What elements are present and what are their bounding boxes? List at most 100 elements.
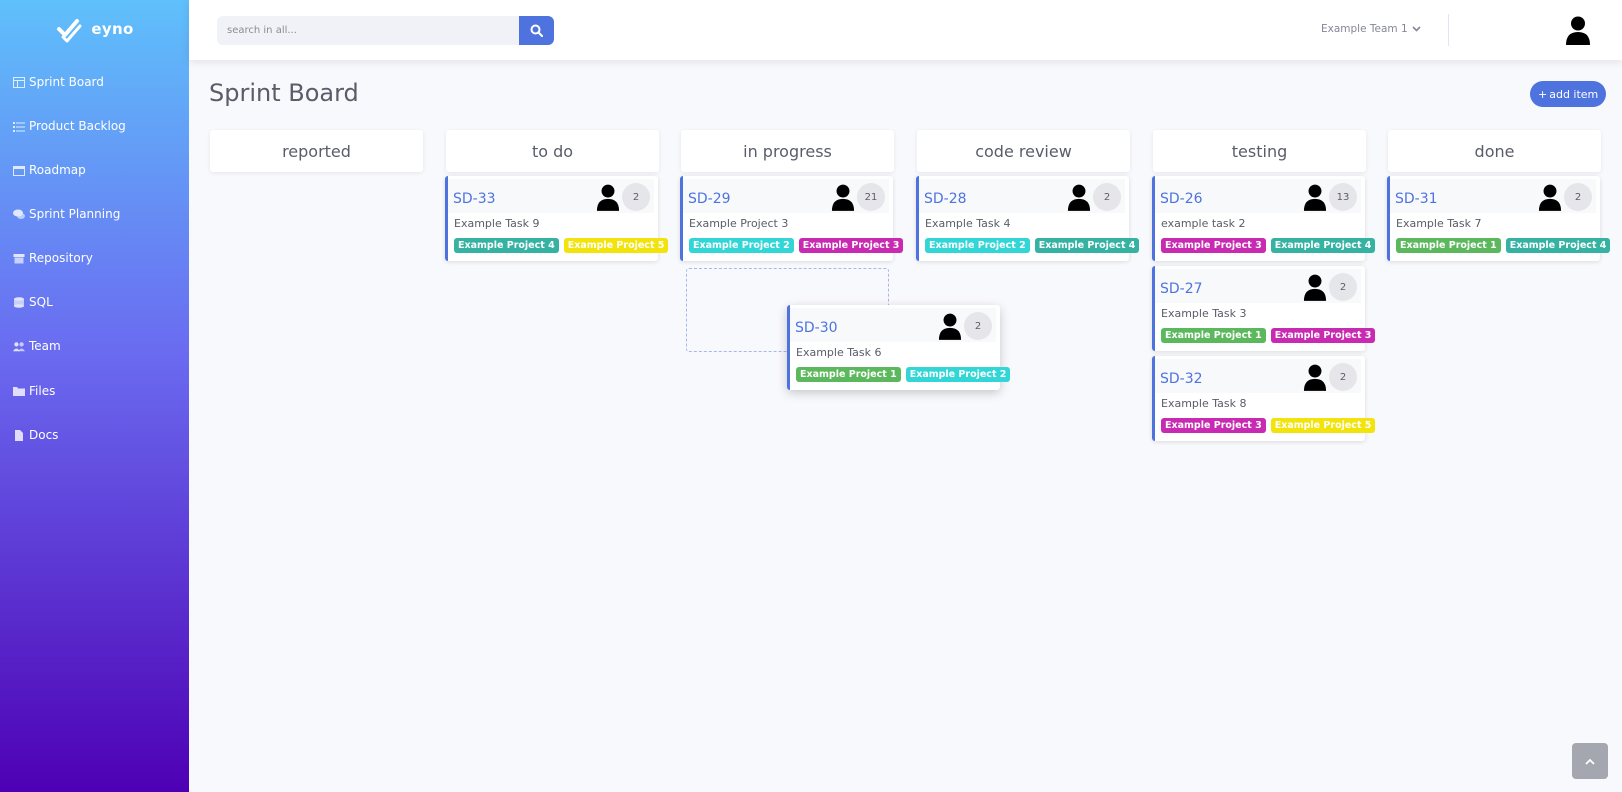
list-icon	[13, 121, 25, 132]
card-id[interactable]: SD-31	[1395, 191, 1438, 207]
card-title: example task 2	[1161, 217, 1246, 230]
card-count-badge: 2	[1093, 183, 1121, 211]
search-input[interactable]	[217, 16, 519, 45]
card-header	[448, 179, 654, 213]
sidebar-item-label: SQL	[29, 295, 53, 309]
sidebar-item-roadmap[interactable]: Roadmap	[13, 163, 86, 177]
box-icon	[13, 253, 25, 263]
card-tags: Example Project 2 Example Project 4	[925, 238, 1140, 253]
card-tags: Example Project 2 Example Project 3	[689, 238, 904, 253]
assignee-icon	[831, 184, 855, 211]
task-card-sd-26[interactable]: SD-26 13 example task 2 Example Project …	[1152, 176, 1376, 261]
scroll-to-top-button[interactable]	[1572, 743, 1608, 779]
task-card-sd-31[interactable]: SD-31 2 Example Task 7 Example Project 1…	[1387, 176, 1611, 261]
card-id[interactable]: SD-28	[924, 191, 967, 207]
project-tag: Example Project 3	[1161, 418, 1266, 433]
calendar-icon	[13, 165, 25, 176]
card-count-badge: 2	[1329, 363, 1357, 391]
project-tag: Example Project 2	[925, 238, 1030, 253]
brand[interactable]: eyno	[0, 0, 189, 58]
card-count-badge: 2	[1564, 183, 1592, 211]
chevron-up-icon	[1585, 758, 1595, 765]
card-count-badge: 2	[622, 183, 650, 211]
sidebar-item-label: Repository	[29, 251, 93, 265]
card-title: Example Task 3	[1161, 307, 1247, 320]
card-id[interactable]: SD-33	[453, 191, 496, 207]
card-id[interactable]: SD-32	[1160, 371, 1203, 387]
page-title: Sprint Board	[209, 79, 359, 107]
project-tag: Example Project 1	[1161, 328, 1266, 343]
sidebar-item-files[interactable]: Files	[13, 384, 55, 398]
sidebar-item-repository[interactable]: Repository	[13, 251, 93, 265]
card-id[interactable]: SD-27	[1160, 281, 1203, 297]
sidebar-item-product-backlog[interactable]: Product Backlog	[13, 119, 126, 133]
card-tags: Example Project 1 Example Project 2	[796, 367, 1011, 382]
sidebar-item-sprint-board[interactable]: Sprint Board	[13, 75, 104, 89]
card-title: Example Task 8	[1161, 397, 1247, 410]
brand-name: eyno	[91, 20, 134, 38]
card-title: Example Task 4	[925, 217, 1011, 230]
sidebar-item-label: Sprint Board	[29, 75, 104, 89]
card-id[interactable]: SD-26	[1160, 191, 1203, 207]
comments-icon	[13, 209, 25, 219]
card-id[interactable]: SD-29	[688, 191, 731, 207]
users-icon	[13, 341, 25, 351]
assignee-icon	[1303, 274, 1327, 301]
sidebar-item-team[interactable]: Team	[13, 339, 61, 353]
task-card-sd-27[interactable]: SD-27 2 Example Task 3 Example Project 1…	[1152, 266, 1376, 351]
chevron-down-icon	[1412, 26, 1421, 32]
team-selector[interactable]: Example Team 1	[1321, 23, 1421, 35]
card-title: Example Task 6	[796, 346, 882, 359]
table-icon	[13, 76, 25, 88]
sidebar-item-label: Docs	[29, 428, 59, 442]
sidebar-item-label: Roadmap	[29, 163, 86, 177]
plus-icon: +	[1538, 87, 1548, 101]
task-card-sd-32[interactable]: SD-32 2 Example Task 8 Example Project 3…	[1152, 356, 1376, 441]
card-header	[919, 179, 1125, 213]
card-count-badge: 21	[857, 183, 885, 211]
sidebar-item-sprint-planning[interactable]: Sprint Planning	[13, 207, 120, 221]
sidebar-item-label: Sprint Planning	[29, 207, 121, 221]
task-card-sd-30[interactable]: SD-30 2 Example Task 6 Example Project 1…	[787, 305, 1011, 390]
card-title: Example Project 3	[689, 217, 789, 230]
card-header	[1155, 179, 1361, 213]
column-header-done: done	[1388, 130, 1601, 172]
column-header-testing: testing	[1153, 130, 1366, 172]
task-card-sd-28[interactable]: SD-28 2 Example Task 4 Example Project 2…	[916, 176, 1140, 261]
project-tag: Example Project 1	[796, 367, 901, 382]
project-tag: Example Project 4	[1270, 238, 1376, 253]
project-tag: Example Project 4	[1034, 238, 1140, 253]
card-tags: Example Project 3 Example Project 4	[1161, 238, 1376, 253]
sidebar-item-label: Files	[29, 384, 56, 398]
card-tags: Example Project 1 Example Project 4	[1396, 238, 1611, 253]
card-header	[1155, 269, 1361, 303]
card-id[interactable]: SD-30	[795, 320, 838, 336]
search-button[interactable]	[519, 16, 554, 45]
assignee-icon	[1538, 184, 1562, 211]
file-icon	[15, 429, 23, 441]
project-tag: Example Project 5	[1270, 418, 1376, 433]
card-tags: Example Project 1 Example Project 3	[1161, 328, 1376, 343]
assignee-icon	[1067, 184, 1091, 211]
card-header	[683, 179, 889, 213]
user-avatar-icon[interactable]	[1565, 16, 1591, 45]
assignee-icon	[1303, 184, 1327, 211]
add-item-label: add item	[1549, 87, 1599, 101]
sidebar-item-label: Product Backlog	[29, 119, 126, 133]
card-tags: Example Project 4 Example Project 5	[454, 238, 669, 253]
project-tag: Example Project 4	[454, 238, 559, 253]
database-icon	[14, 296, 24, 308]
assignee-icon	[938, 313, 962, 340]
assignee-icon	[1303, 364, 1327, 391]
task-card-sd-29[interactable]: SD-29 21 Example Project 3 Example Proje…	[680, 176, 904, 261]
task-card-sd-33[interactable]: SD-33 2 Example Task 9 Example Project 4…	[445, 176, 669, 261]
sidebar-item-sql[interactable]: SQL	[13, 295, 53, 309]
folder-icon	[13, 386, 25, 396]
add-item-button[interactable]: + add item	[1530, 81, 1607, 107]
sidebar-item-label: Team	[29, 339, 61, 353]
card-count-badge: 13	[1329, 183, 1357, 211]
card-header	[1155, 359, 1361, 393]
project-tag: Example Project 2	[689, 238, 794, 253]
card-tags: Example Project 3 Example Project 5	[1161, 418, 1376, 433]
sidebar-item-docs[interactable]: Docs	[13, 428, 58, 442]
